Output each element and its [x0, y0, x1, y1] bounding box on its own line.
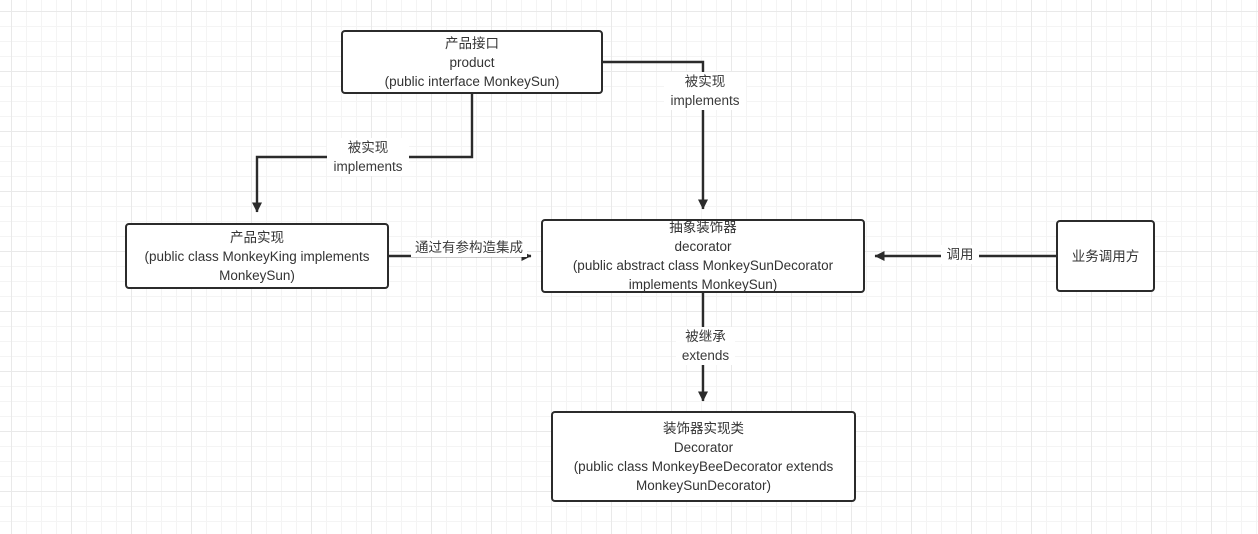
node-decorator-impl-label: 装饰器实现类 Decorator (public class MonkeyBee…: [573, 420, 834, 493]
node-product-interface-label: 产品接口 product (public interface MonkeySun…: [384, 35, 560, 89]
node-abstract-decorator-label: 抽象装饰器 decorator (public abstract class M…: [572, 220, 834, 292]
node-abstract-decorator[interactable]: 抽象装饰器 decorator (public abstract class M…: [541, 219, 865, 293]
edge-label-abstract-decorator-to-decorator-impl: 被继承 extends: [676, 327, 735, 365]
edge-label-product-to-product-impl: 被实现 implements: [327, 138, 409, 176]
node-business-caller[interactable]: 业务调用方: [1056, 220, 1155, 292]
node-product-impl[interactable]: 产品实现 (public class MonkeyKing implements…: [125, 223, 389, 289]
node-business-caller-label: 业务调用方: [1071, 248, 1140, 264]
edge-product-to-abstract-decorator: [603, 60, 708, 210]
edge-label-product-to-abstract-decorator: 被实现 implements: [664, 72, 746, 110]
edge-label-business-caller-to-abstract-decorator: 调用: [941, 245, 979, 264]
node-decorator-impl[interactable]: 装饰器实现类 Decorator (public class MonkeyBee…: [551, 411, 856, 502]
node-product-interface[interactable]: 产品接口 product (public interface MonkeySun…: [341, 30, 603, 94]
node-product-impl-label: 产品实现 (public class MonkeyKing implements…: [144, 229, 370, 283]
edge-label-product-impl-to-abstract-decorator: 通过有参构造集成: [411, 238, 527, 257]
